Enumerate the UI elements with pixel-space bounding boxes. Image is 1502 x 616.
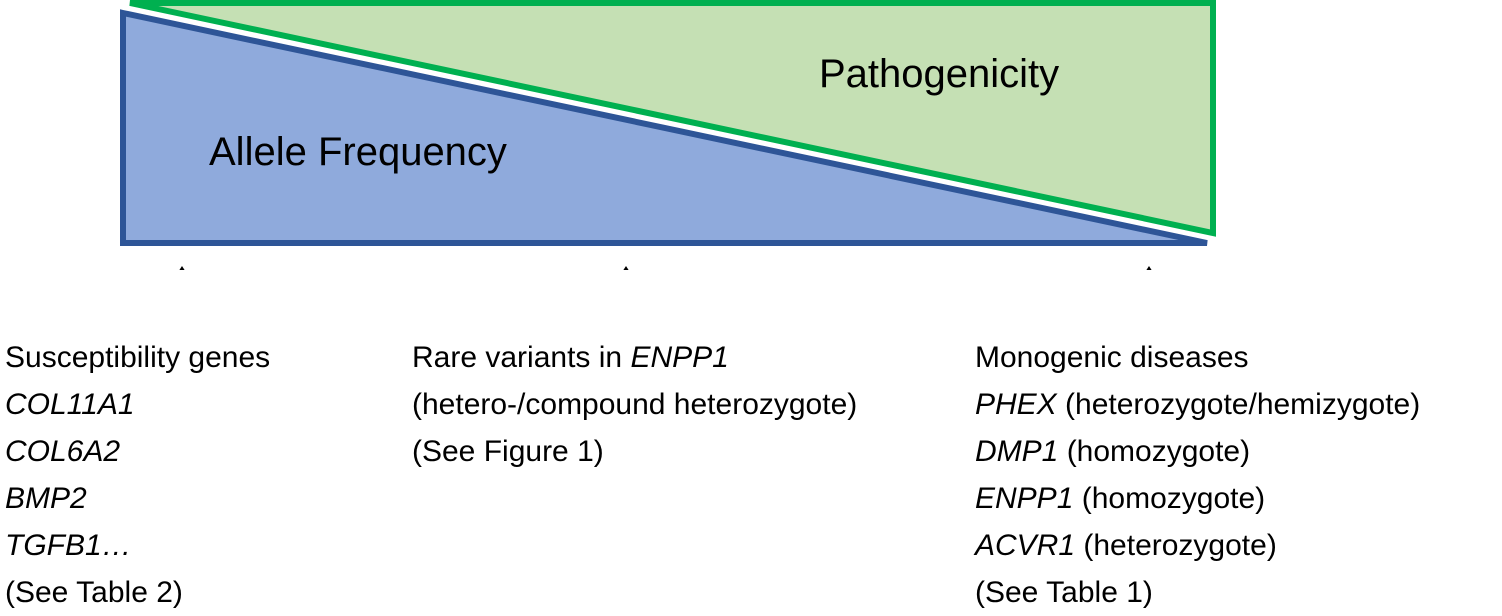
text-run: (See Table 1) — [975, 576, 1153, 609]
pathogenicity-label: Pathogenicity — [819, 52, 1060, 96]
figure-root: Allele Frequency Pathogenicity Susceptib… — [5, 0, 1420, 609]
gene-symbol: PHEX — [975, 388, 1057, 421]
allele-frequency-label: Allele Frequency — [209, 130, 507, 174]
arrow-susceptibility-icon — [179, 266, 185, 270]
text-line: (See Table 2) — [5, 569, 270, 616]
gene-symbol: COL11A1 — [5, 388, 135, 421]
gene-symbol: TGFB1… — [5, 529, 132, 562]
gene-symbol: COL6A2 — [5, 435, 121, 468]
text-line: (See Figure 1) — [412, 428, 857, 475]
text-run: (heterozygote) — [1075, 529, 1277, 562]
text-run: (homozygote) — [1058, 435, 1251, 468]
text-run: (heterozygote/hemizygote) — [1056, 388, 1421, 421]
text-line: Susceptibility genes — [5, 334, 270, 381]
rare-variants-column: Rare variants in ENPP1 (hetero-/compound … — [412, 334, 857, 475]
text-line: Monogenic diseases — [975, 334, 1420, 381]
text-line: ENPP1 (homozygote) — [975, 475, 1420, 522]
text-line: BMP2 — [5, 475, 270, 522]
text-line: (hetero-/compound heterozygote) — [412, 381, 857, 428]
text-run: Rare variants in — [412, 341, 631, 374]
pathogenicity-wedge-shape — [129, 0, 1216, 237]
text-run: (See Table 2) — [5, 576, 183, 609]
gene-symbol: ENPP1 — [630, 341, 729, 374]
text-run: Susceptibility genes — [5, 341, 271, 374]
text-line: TGFB1… — [5, 522, 270, 569]
text-line: DMP1 (homozygote) — [975, 428, 1420, 475]
wedge-diagram — [120, 0, 1216, 270]
gene-symbol: ACVR1 — [975, 529, 1076, 562]
text-line: COL6A2 — [5, 428, 270, 475]
text-line: ACVR1 (heterozygote) — [975, 522, 1420, 569]
text-run: (See Figure 1) — [412, 435, 604, 468]
text-run: (hetero-/compound heterozygote) — [412, 388, 858, 421]
text-run: (homozygote) — [1073, 482, 1266, 515]
gene-symbol: ENPP1 — [975, 482, 1074, 515]
text-line: (See Table 1) — [975, 569, 1420, 616]
text-run: Monogenic diseases — [975, 341, 1249, 374]
allele-frequency-wedge-shape — [120, 9, 1208, 246]
arrow-rare-variants-icon — [623, 266, 629, 270]
gene-symbol: BMP2 — [5, 482, 87, 515]
gene-symbol: DMP1 — [975, 435, 1059, 468]
text-line: Rare variants in ENPP1 — [412, 334, 857, 381]
arrow-monogenic-icon — [1146, 266, 1152, 270]
text-line: PHEX (heterozygote/hemizygote) — [975, 381, 1420, 428]
text-line: COL11A1 — [5, 381, 270, 428]
